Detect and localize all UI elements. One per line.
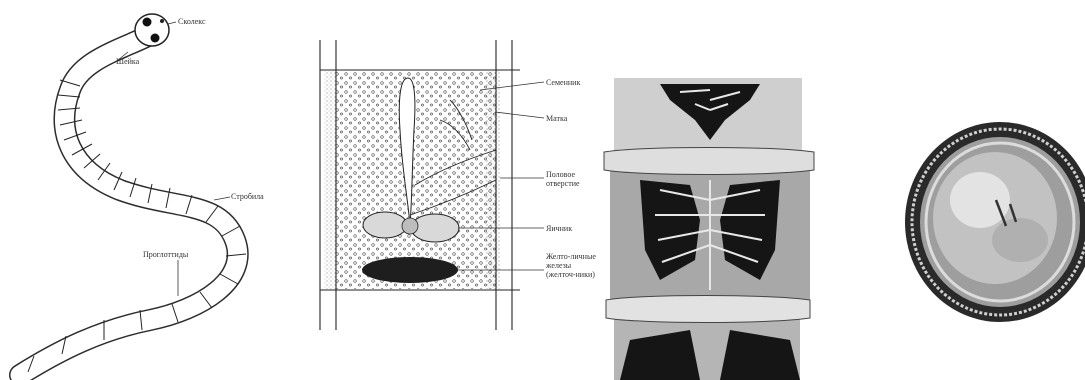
panel-egg xyxy=(820,0,1085,380)
label-proglottids: Проглоттиды xyxy=(143,250,188,259)
egg-image xyxy=(820,0,1085,380)
label-strobila: Стробила xyxy=(231,192,264,201)
tapeworm-illustration xyxy=(0,0,290,380)
testes-field xyxy=(336,71,496,289)
label-genital-pore: Половое отверстие xyxy=(546,170,598,188)
vitelline-gland-shape xyxy=(362,257,458,283)
panel-tapeworm-overview: Сколекс Шейка Стробила Проглоттиды xyxy=(0,0,290,380)
proglottid-illustration xyxy=(290,0,600,380)
label-scolex: Сколекс xyxy=(178,17,206,26)
label-vitelline-glands: Желто-личные железы (желточ-ники) xyxy=(546,252,598,279)
scolex-head xyxy=(135,14,169,46)
label-neck: Шейка xyxy=(116,57,139,66)
panel-gravid-proglottids xyxy=(600,0,820,380)
gravid-proglottid-image xyxy=(600,0,820,380)
label-testis: Семенник xyxy=(546,78,580,87)
label-ovary: Яичник xyxy=(546,224,572,233)
panel-proglottid-anatomy: Семенник Матка Половое отверстие Яичник … xyxy=(290,0,600,380)
label-uterus: Матка xyxy=(546,114,567,123)
